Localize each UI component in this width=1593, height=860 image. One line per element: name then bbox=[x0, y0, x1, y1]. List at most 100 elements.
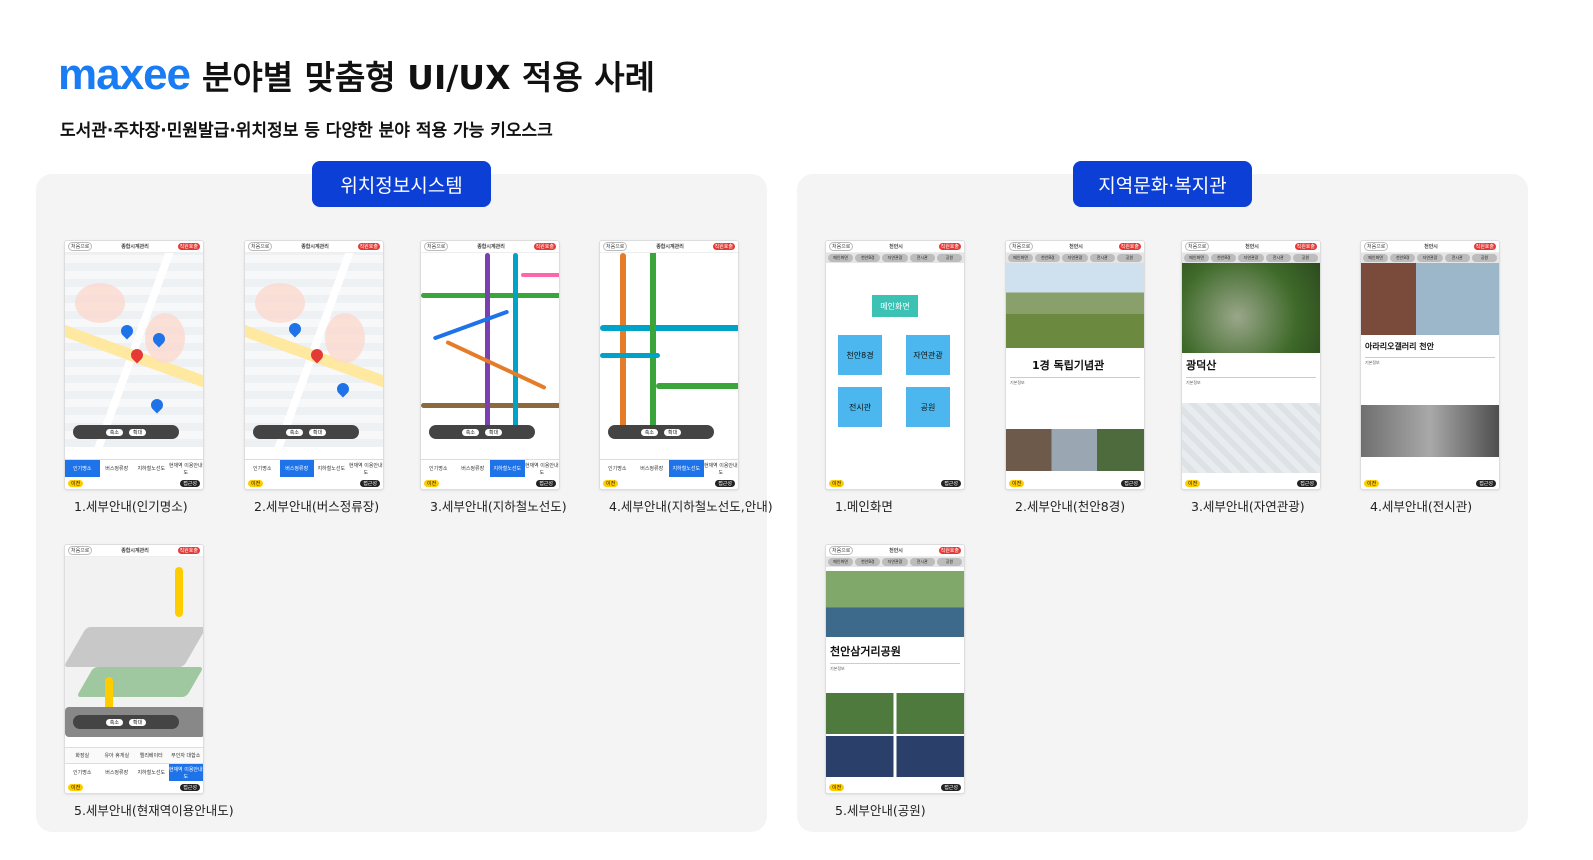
tab-elevator[interactable]: 엘리베이터 bbox=[139, 753, 163, 759]
zoom-in-button[interactable]: 확대 bbox=[664, 428, 682, 436]
zoom-out-button[interactable]: 축소 bbox=[105, 428, 123, 436]
call-staff-button[interactable]: 직원호출 bbox=[938, 243, 961, 250]
zoom-out-button[interactable]: 축소 bbox=[461, 428, 479, 436]
call-staff-button[interactable]: 직원호출 bbox=[177, 547, 200, 554]
nav-exhibition[interactable]: 전시관 bbox=[1265, 254, 1291, 262]
zoom-in-button[interactable]: 확대 bbox=[129, 428, 147, 436]
nav-park[interactable]: 공원 bbox=[1116, 254, 1143, 262]
call-staff-button[interactable]: 직원호출 bbox=[357, 243, 380, 250]
tab-popular[interactable]: 인기명소 bbox=[608, 466, 627, 472]
prev-button[interactable]: 이전 bbox=[68, 783, 84, 791]
call-staff-button[interactable]: 직원호출 bbox=[1118, 243, 1141, 250]
zoom-in-button[interactable]: 확대 bbox=[309, 428, 327, 436]
tab-bus[interactable]: 버스정류장 bbox=[640, 466, 664, 472]
home-button[interactable]: 처음으로 bbox=[1364, 242, 1389, 251]
home-button[interactable]: 처음으로 bbox=[424, 242, 449, 251]
accessibility-button[interactable]: 접근성 bbox=[1297, 479, 1317, 487]
call-staff-button[interactable]: 직원호출 bbox=[1294, 243, 1317, 250]
station-3d-map[interactable] bbox=[65, 557, 203, 737]
tab-subway[interactable]: 지하철노선도 bbox=[490, 460, 525, 477]
home-button[interactable]: 처음으로 bbox=[248, 242, 273, 251]
tab-station[interactable]: 현재역 이용안내도 bbox=[168, 764, 203, 781]
tile-nature[interactable]: 자연관광 bbox=[906, 335, 950, 375]
prev-button[interactable]: 이전 bbox=[1364, 479, 1380, 487]
home-button[interactable]: 처음으로 bbox=[829, 546, 854, 555]
tab-subway[interactable]: 지하철노선도 bbox=[317, 466, 346, 472]
nav-nature[interactable]: 자연관광 bbox=[1238, 254, 1264, 262]
nav-main[interactable]: 메인화면 bbox=[828, 558, 854, 566]
tab-bus[interactable]: 버스정류장 bbox=[279, 460, 314, 477]
tile-park[interactable]: 공원 bbox=[906, 387, 950, 427]
accessibility-button[interactable]: 접근성 bbox=[360, 479, 380, 487]
accessibility-button[interactable]: 접근성 bbox=[180, 783, 200, 791]
nav-main[interactable]: 메인화면 bbox=[1184, 254, 1210, 262]
nav-exhibition[interactable]: 전시관 bbox=[909, 254, 935, 262]
nav-eight-views[interactable]: 천안8경 bbox=[1211, 254, 1237, 262]
nav-main[interactable]: 메인화면 bbox=[1363, 254, 1389, 262]
prev-button[interactable]: 이전 bbox=[68, 479, 84, 487]
nav-park[interactable]: 공원 bbox=[936, 254, 963, 262]
accessibility-button[interactable]: 접근성 bbox=[180, 479, 200, 487]
call-staff-button[interactable]: 직원호출 bbox=[177, 243, 200, 250]
nav-main[interactable]: 메인화면 bbox=[1008, 254, 1034, 262]
tab-popular[interactable]: 인기명소 bbox=[253, 466, 272, 472]
tab-restroom[interactable]: 화장실 bbox=[75, 753, 90, 759]
zoom-in-button[interactable]: 확대 bbox=[485, 428, 503, 436]
tab-bus[interactable]: 버스정류장 bbox=[105, 466, 129, 472]
tab-station[interactable]: 현재역 이용안내도 bbox=[168, 462, 203, 476]
nav-park[interactable]: 공원 bbox=[1292, 254, 1319, 262]
map-view[interactable] bbox=[245, 253, 383, 447]
tab-popular[interactable]: 인기명소 bbox=[73, 770, 92, 776]
location-map[interactable] bbox=[1182, 403, 1320, 473]
prev-button[interactable]: 이전 bbox=[1185, 479, 1201, 487]
tile-eight-views[interactable]: 천안8경 bbox=[838, 335, 882, 375]
subway-map[interactable] bbox=[421, 253, 559, 447]
nav-exhibition[interactable]: 전시관 bbox=[1089, 254, 1115, 262]
tab-waiting-room[interactable]: 무인자 대합소 bbox=[171, 753, 201, 759]
prev-button[interactable]: 이전 bbox=[1009, 479, 1025, 487]
home-button[interactable]: 처음으로 bbox=[68, 242, 93, 251]
nav-exhibition[interactable]: 전시관 bbox=[1444, 254, 1470, 262]
accessibility-button[interactable]: 접근성 bbox=[941, 479, 961, 487]
tab-station[interactable]: 현재역 이용안내도 bbox=[348, 462, 383, 476]
nav-eight-views[interactable]: 천안8경 bbox=[1390, 254, 1416, 262]
nav-nature[interactable]: 자연관광 bbox=[1417, 254, 1443, 262]
home-button[interactable]: 처음으로 bbox=[1009, 242, 1034, 251]
tab-popular[interactable]: 인기명소 bbox=[65, 460, 100, 477]
zoom-out-button[interactable]: 축소 bbox=[640, 428, 658, 436]
tab-nursing-room[interactable]: 유아 휴게실 bbox=[104, 753, 130, 759]
home-button[interactable]: 처음으로 bbox=[1185, 242, 1210, 251]
tab-bus[interactable]: 버스정류장 bbox=[105, 770, 129, 776]
accessibility-button[interactable]: 접근성 bbox=[536, 479, 556, 487]
nav-nature[interactable]: 자연관광 bbox=[1062, 254, 1088, 262]
nav-eight-views[interactable]: 천안8경 bbox=[855, 558, 881, 566]
tab-subway[interactable]: 지하철노선도 bbox=[137, 770, 166, 776]
prev-button[interactable]: 이전 bbox=[829, 479, 845, 487]
call-staff-button[interactable]: 직원호출 bbox=[712, 243, 735, 250]
prev-button[interactable]: 이전 bbox=[424, 479, 440, 487]
call-staff-button[interactable]: 직원호출 bbox=[1473, 243, 1496, 250]
nav-eight-views[interactable]: 천안8경 bbox=[1035, 254, 1061, 262]
zoom-out-button[interactable]: 축소 bbox=[105, 718, 123, 726]
prev-button[interactable]: 이전 bbox=[829, 783, 845, 791]
map-view[interactable] bbox=[65, 253, 203, 447]
call-staff-button[interactable]: 직원호출 bbox=[938, 547, 961, 554]
home-button[interactable]: 처음으로 bbox=[68, 546, 93, 555]
accessibility-button[interactable]: 접근성 bbox=[1121, 479, 1141, 487]
nav-main[interactable]: 메인화면 bbox=[828, 254, 854, 262]
zoom-in-button[interactable]: 확대 bbox=[129, 718, 147, 726]
tab-station[interactable]: 현재역 이용안내도 bbox=[524, 462, 559, 476]
tab-popular[interactable]: 인기명소 bbox=[429, 466, 448, 472]
accessibility-button[interactable]: 접근성 bbox=[715, 479, 735, 487]
tab-station[interactable]: 현재역 이용안내도 bbox=[703, 462, 738, 476]
nav-park[interactable]: 공원 bbox=[1471, 254, 1498, 262]
home-button[interactable]: 처음으로 bbox=[829, 242, 854, 251]
nav-park[interactable]: 공원 bbox=[936, 558, 963, 566]
accessibility-button[interactable]: 접근성 bbox=[1476, 479, 1496, 487]
tab-bus[interactable]: 버스정류장 bbox=[461, 466, 485, 472]
nav-eight-views[interactable]: 천안8경 bbox=[855, 254, 881, 262]
nav-nature[interactable]: 자연관광 bbox=[882, 254, 908, 262]
subway-map[interactable] bbox=[600, 253, 738, 447]
call-staff-button[interactable]: 직원호출 bbox=[533, 243, 556, 250]
tile-exhibition[interactable]: 전시관 bbox=[838, 387, 882, 427]
